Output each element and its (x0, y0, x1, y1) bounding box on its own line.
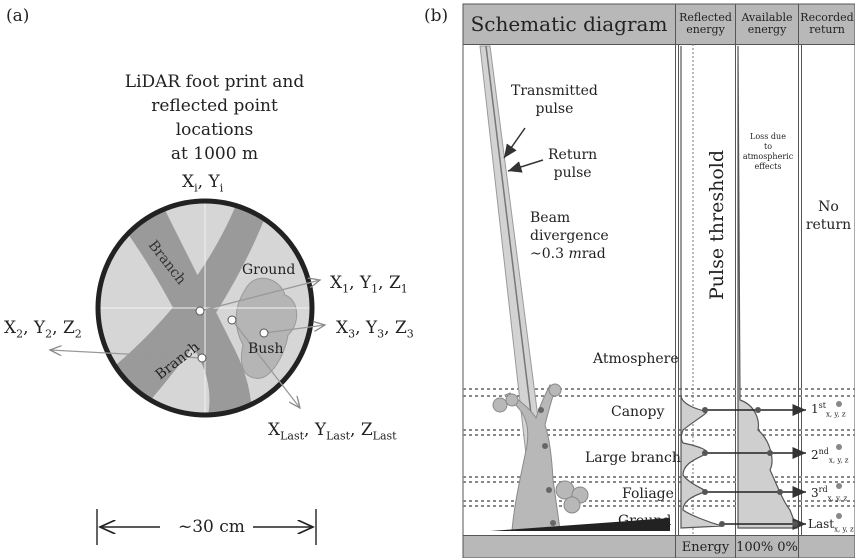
bush-shape (235, 277, 298, 379)
panel-b-label: (b) (424, 6, 449, 26)
waveform-peak-last (719, 521, 725, 527)
point-1-coords: X1, Y1, Z1 (330, 273, 408, 296)
footer-available-100: 100% (736, 539, 774, 555)
panel-a-label: (a) (6, 6, 30, 26)
footprint-circle (95, 198, 315, 418)
footer-available: 100% 0% (736, 536, 799, 558)
point-last-coords: XLast, YLast, ZLast (268, 420, 397, 443)
available-mark-2 (767, 450, 773, 456)
header-schematic: Schematic diagram (463, 4, 676, 44)
pulse-threshold-label: Pulse threshold (706, 150, 728, 300)
beam-hit-1 (538, 407, 544, 413)
beam-hit-2 (542, 443, 548, 449)
panel-b-frame (462, 3, 855, 558)
point-1-arrow (199, 280, 320, 312)
waveform-peak-2 (702, 450, 708, 456)
return-pulse-label: Return pulse (548, 147, 598, 181)
point-1-marker (195, 306, 205, 316)
footer-energy: Energy (676, 536, 736, 558)
footprint-title-line-3: at 1000 m (170, 144, 259, 164)
beam-hit-3 (546, 487, 552, 493)
scale-bar-label: ~30 cm (178, 517, 245, 537)
footer-schematic (463, 536, 676, 558)
available-energy-curve (737, 45, 798, 529)
available-mark-3 (777, 489, 783, 495)
layer-foliage: Foliage (622, 486, 674, 502)
point-2-arrow (50, 350, 203, 359)
point-3-arrow (263, 325, 325, 334)
atmospheric-loss-label: Loss due to atmospheric effects (742, 132, 794, 171)
beam-hit-4 (550, 520, 556, 526)
branch-lower-shape (98, 201, 270, 415)
bush-label: Bush (248, 341, 284, 357)
transmitted-pulse-label: Transmitted pulse (511, 83, 598, 117)
available-mark-1 (755, 407, 761, 413)
footer-recorded (799, 536, 855, 558)
waveform-peak-1 (702, 407, 708, 413)
recorded-dot-3 (836, 483, 842, 489)
recorded-dot-last (836, 513, 842, 519)
footprint-title-line-2: reflected point locations (151, 96, 278, 140)
transmitted-arrow (503, 127, 526, 159)
point-last-arrow (231, 319, 300, 408)
return-arrow (507, 159, 544, 173)
layer-canopy: Canopy (611, 404, 665, 420)
return-last-label: Lastx, y, z (808, 517, 854, 534)
footer-available-0: 0% (777, 539, 798, 555)
return-3-label: 3rdx, y, z (811, 485, 848, 503)
ground-label: Ground (242, 262, 295, 278)
scale-bar (96, 509, 317, 545)
layer-large-branch: Large branch (585, 450, 681, 466)
return-1-label: 1stx, y, z (811, 401, 846, 419)
point-last-marker (227, 315, 237, 325)
tree-silhouette (492, 383, 589, 531)
ground-wedge (490, 518, 670, 531)
point-2-marker (197, 353, 207, 363)
recorded-dot-2 (836, 444, 842, 450)
layer-boundaries (463, 388, 855, 507)
beam-divergence-label: Beam divergence ~0.3 mrad (530, 210, 609, 262)
waveform-peak-3 (702, 489, 708, 495)
point-2-coords: X2, Y2, Z2 (4, 318, 82, 341)
point-3-coords: X3, Y3, Z3 (336, 318, 414, 341)
no-return-label: No return (805, 199, 852, 233)
footprint-diagram: Branch Branch Ground Bush (0, 198, 440, 418)
recorded-dot-1 (836, 401, 842, 407)
footprint-title: LiDAR foot print and reflected point loc… (112, 70, 317, 166)
point-3-marker (259, 328, 269, 338)
return-2-label: 2ndx, y, z (811, 447, 849, 465)
atmosphere-label: Atmosphere (593, 351, 679, 367)
incident-point-label: Xi, Yi (182, 172, 224, 195)
layer-ground: Ground (618, 513, 672, 529)
footprint-title-line-1: LiDAR foot print and (124, 72, 305, 92)
available-mark-last (792, 521, 798, 527)
